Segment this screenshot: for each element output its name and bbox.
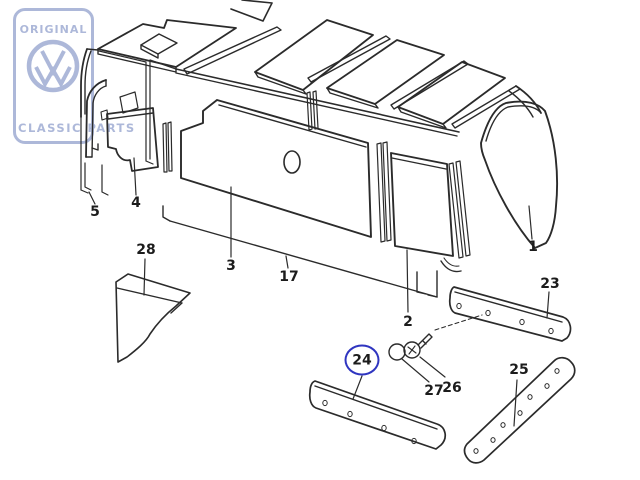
part-label-17[interactable]: 17 [279, 269, 299, 285]
leader-lines [84, 157, 550, 427]
roof-panels [97, 0, 542, 137]
part-label-3[interactable]: 3 [226, 258, 236, 274]
perforated-strip-25 [463, 356, 576, 464]
sill-rail-17 [162, 205, 462, 298]
wedge-trim-28 [115, 273, 191, 363]
cab-front-trims [80, 48, 177, 194]
part-label-4[interactable]: 4 [131, 195, 141, 211]
screw-icon [403, 314, 483, 359]
sill-strip-24 [308, 380, 447, 450]
watermark-original-text: ORIGINAL [19, 23, 88, 36]
watermark-classic-parts-text: CLASSIC PARTS [18, 121, 136, 135]
part-label-28[interactable]: 28 [136, 242, 156, 258]
washer-icon [388, 343, 406, 361]
part-label-23[interactable]: 23 [540, 276, 560, 292]
part-label-2[interactable]: 2 [403, 314, 413, 330]
part-label-5[interactable]: 5 [90, 204, 100, 220]
part-label-25[interactable]: 25 [509, 362, 529, 378]
classic-parts-watermark: ORIGINAL CLASSIC PARTS [13, 8, 134, 144]
side-panel-3 [180, 99, 372, 238]
part-label-27[interactable]: 27 [424, 383, 444, 399]
rear-quarter-panel-1 [480, 100, 559, 249]
part-label-26[interactable]: 26 [442, 380, 462, 396]
part-label-1[interactable]: 1 [528, 239, 538, 255]
vw-logo-icon [26, 39, 80, 93]
side-panel-2 [390, 152, 454, 257]
part-label-24[interactable]: 24 [344, 344, 380, 376]
vertical-slat-trims [162, 90, 471, 259]
sill-strip-23 [448, 286, 572, 342]
